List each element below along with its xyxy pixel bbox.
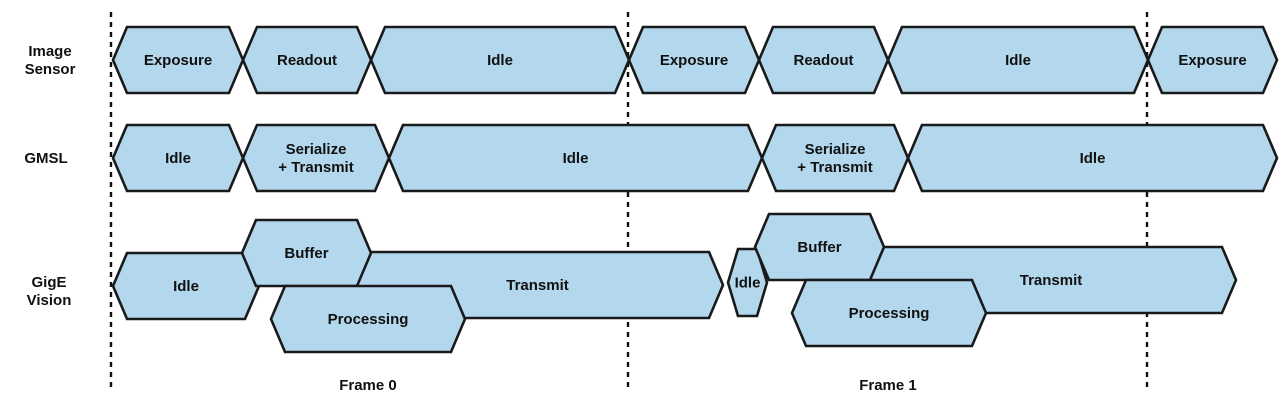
row-label-gmsl: GMSL: [24, 150, 67, 167]
segment-sensor-idle-0: Idle: [369, 25, 631, 95]
segment-label: Exposure: [660, 52, 728, 69]
segment-label: Idle: [1005, 52, 1031, 69]
segment-label: Exposure: [144, 52, 212, 69]
segment-shape: [241, 25, 373, 95]
segment-shape: [627, 25, 761, 95]
segment-shape: [387, 123, 764, 193]
segment-sensor-readout-1: Readout: [757, 25, 890, 95]
segment-shape: [757, 25, 890, 95]
segment-label: Idle: [487, 52, 513, 69]
segment-gmsl-idle-1: Idle: [387, 123, 764, 193]
frame-label-frame-1: Frame 1: [859, 377, 917, 394]
segment-label: Buffer: [797, 239, 841, 256]
segment-label: Serialize: [286, 141, 347, 158]
segment-gige-buffer-0: Buffer: [240, 218, 373, 288]
segment-label: Idle: [1080, 150, 1106, 167]
frame-dividers: [109, 12, 1149, 392]
segment-shape: [886, 25, 1150, 95]
segment-gige-buffer-1: Buffer: [753, 212, 886, 282]
segment-sensor-readout-0: Readout: [241, 25, 373, 95]
segment-gmsl-idle-2: Idle: [906, 123, 1279, 193]
segment-gmsl-idle-0: Idle: [111, 123, 245, 193]
segment-gige-idle-0: Idle: [111, 251, 261, 321]
segment-label: Transmit: [506, 277, 569, 294]
segment-label: Serialize: [805, 141, 866, 158]
row-label-image-sensor: Image: [28, 43, 71, 60]
segment-gige-processing-0: Processing: [269, 284, 467, 354]
segment-label: + Transmit: [278, 159, 353, 176]
segment-label: + Transmit: [797, 159, 872, 176]
segment-label: Readout: [794, 52, 854, 69]
segment-label: Idle: [173, 278, 199, 295]
segment-sensor-exposure-1: Exposure: [627, 25, 761, 95]
segment-label: Idle: [165, 150, 191, 167]
segment-sensor-exposure-2: Exposure: [1146, 25, 1279, 95]
segment-label: Idle: [563, 150, 589, 167]
segment-label: Readout: [277, 52, 337, 69]
segment-gige-processing-1: Processing: [790, 278, 988, 348]
segment-shape: [369, 25, 631, 95]
segment-sensor-exposure-0: Exposure: [111, 25, 245, 95]
row-label-gige-vision: Vision: [27, 292, 72, 309]
segment-label: Processing: [849, 305, 930, 322]
segment-shape: [241, 123, 391, 193]
segment-sensor-idle-1: Idle: [886, 25, 1150, 95]
row-label-gige-vision: GigE: [31, 274, 66, 291]
segment-label: Buffer: [284, 245, 328, 262]
segment-gmsl-serialize-1: Serialize+ Transmit: [760, 123, 910, 193]
segment-shape: [111, 25, 245, 95]
segment-shape: [269, 284, 467, 354]
segment-shape: [906, 123, 1279, 193]
segment-label: Transmit: [1020, 272, 1083, 289]
segment-gmsl-serialize-0: Serialize+ Transmit: [241, 123, 391, 193]
segment-shape: [1146, 25, 1279, 95]
segment-label: Processing: [328, 311, 409, 328]
segment-label: Idle: [735, 275, 761, 292]
frame-label-frame-0: Frame 0: [339, 377, 397, 394]
row-label-image-sensor: Sensor: [25, 61, 76, 78]
segment-shape: [760, 123, 910, 193]
frame-labels: Frame 0 Frame 1: [339, 377, 917, 394]
segment-label: Exposure: [1178, 52, 1246, 69]
segment-shape: [111, 123, 245, 193]
segment-shape: [790, 278, 988, 348]
